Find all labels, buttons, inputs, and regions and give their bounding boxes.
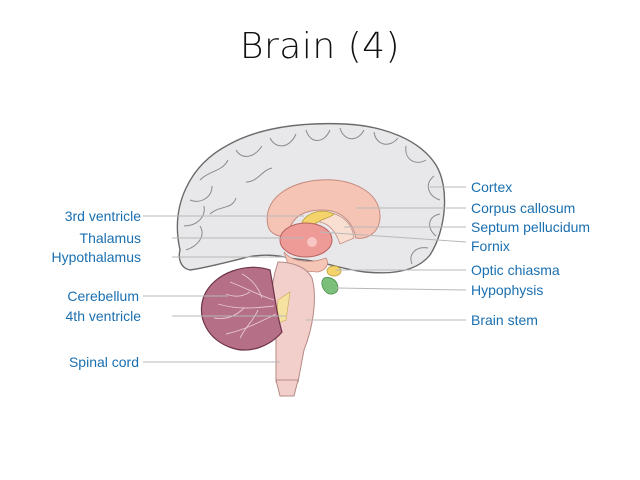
slide-title: Brain (4): [239, 26, 401, 67]
label-septum-pellucidum: Septum pellucidum: [471, 219, 591, 235]
cerebellum-arbor: [213, 273, 277, 339]
label-hypothalamus: Hypothalamus: [51, 249, 142, 265]
spinal-cord-shape: [275, 379, 299, 397]
leader-lines: [143, 186, 467, 363]
optic-chiasma-shape: [326, 265, 342, 277]
label-corpus-callosum: Corpus callosum: [471, 200, 576, 216]
gyri-lines: [183, 127, 441, 265]
label-spinal-cord: Spinal cord: [68, 354, 139, 370]
label-4th-ventricle: 4th ventricle: [65, 308, 141, 324]
label-optic-chiasma: Optic chiasma: [471, 262, 560, 278]
label-cerebellum: Cerebellum: [67, 288, 139, 304]
hypophysis-shape: [321, 277, 339, 295]
label-thalamus: Thalamus: [79, 230, 141, 246]
thalamus-shape: [279, 222, 333, 258]
cerebellum-shape: [200, 266, 283, 351]
label-3rd-ventricle: 3rd ventricle: [64, 208, 141, 224]
label-hypophysis: Hypophysis: [471, 282, 544, 298]
label-cortex: Cortex: [471, 179, 513, 195]
septum-shape: [319, 211, 355, 245]
label-fornix: Fornix: [471, 238, 510, 254]
third-ventricle-dot: [307, 237, 317, 247]
label-brain-stem: Brain stem: [471, 312, 538, 328]
